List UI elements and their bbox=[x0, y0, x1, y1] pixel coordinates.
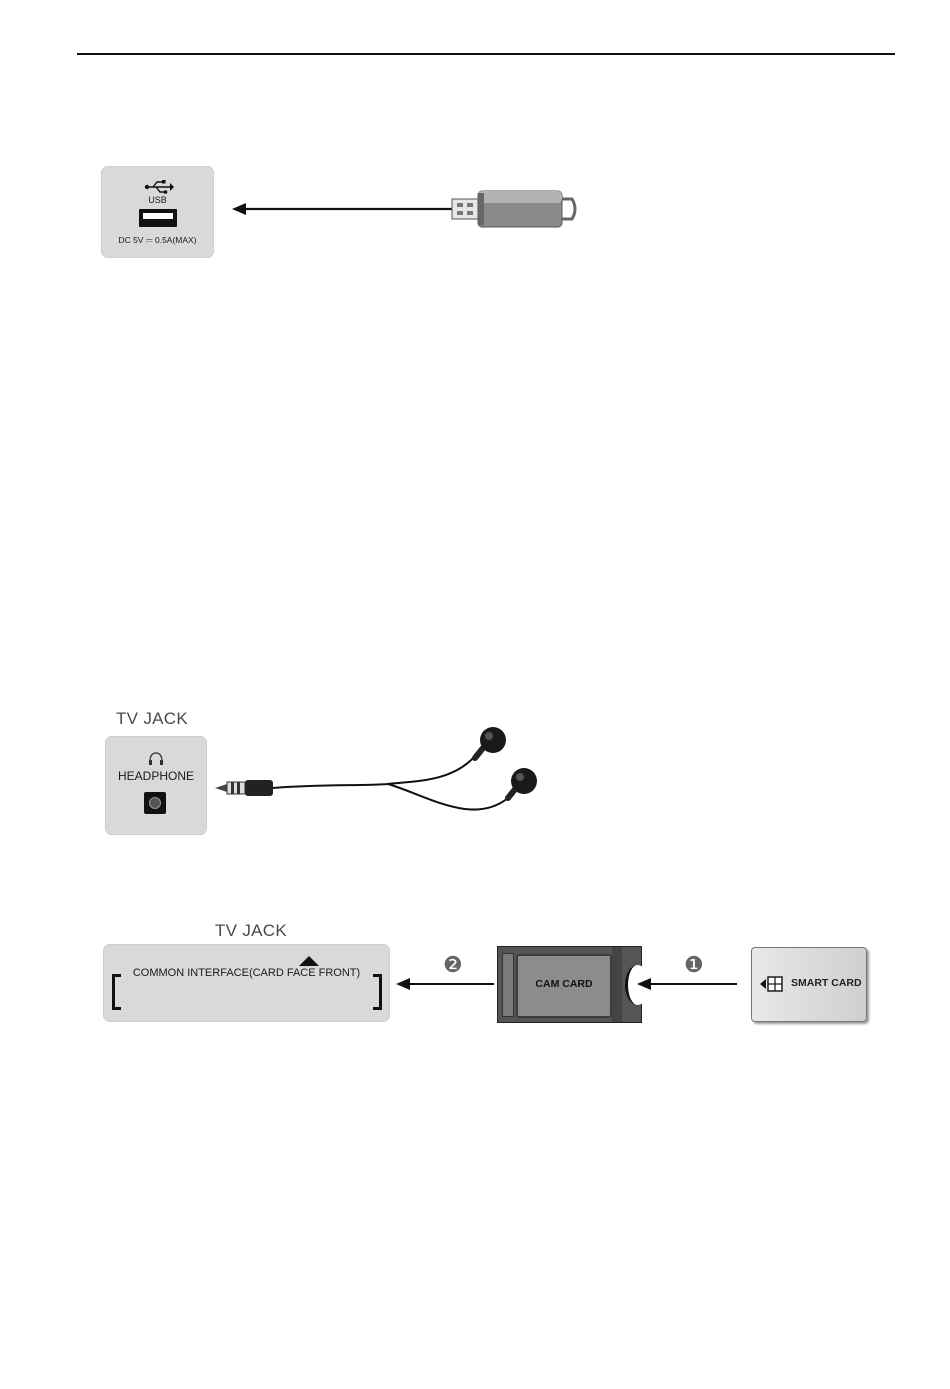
earphones-icon[interactable] bbox=[213, 726, 543, 846]
smart-card-label: SMART CARD bbox=[791, 977, 862, 989]
usb-power-rating: DC 5V ⎓ 0.5A(MAX) bbox=[101, 235, 214, 246]
card-direction-triangle-icon bbox=[299, 956, 319, 966]
usb-insert-arrow bbox=[232, 202, 462, 216]
step-one-marker: ❶ bbox=[684, 952, 704, 978]
cam-card-label: CAM CARD bbox=[518, 978, 610, 990]
slot-bracket-left bbox=[112, 974, 121, 1010]
ci-slot-panel: COMMON INTERFACE(CARD FACE FRONT) bbox=[103, 944, 390, 1022]
smart-card-insert-arrow bbox=[637, 977, 742, 991]
headphone-port-label: HEADPHONE bbox=[105, 769, 207, 783]
usb-panel: USB DC 5V ⎓ 0.5A(MAX) bbox=[101, 166, 214, 258]
smart-card[interactable]: SMART CARD bbox=[751, 947, 867, 1022]
cam-card[interactable]: CAM CARD bbox=[497, 946, 642, 1023]
cam-insert-arrow bbox=[396, 977, 496, 991]
audio-jack-icon bbox=[144, 792, 166, 814]
header-rule bbox=[77, 53, 895, 55]
usb-port-icon bbox=[139, 209, 177, 227]
chip-icon bbox=[760, 976, 784, 992]
step-two-marker: ❷ bbox=[443, 952, 463, 978]
slot-bracket-right bbox=[373, 974, 382, 1010]
usb-flash-drive-icon[interactable] bbox=[450, 187, 580, 231]
ci-slot-label: COMMON INTERFACE(CARD FACE FRONT) bbox=[103, 967, 390, 979]
usb-symbol-icon bbox=[144, 179, 174, 195]
cam-card-face: CAM CARD bbox=[516, 954, 612, 1018]
headphone-section-title: TV JACK bbox=[116, 709, 188, 729]
usb-port-label: USB bbox=[101, 195, 214, 205]
headphone-icon bbox=[148, 752, 164, 766]
headphone-panel: HEADPHONE bbox=[105, 736, 207, 835]
ci-section-title: TV JACK bbox=[215, 921, 287, 941]
